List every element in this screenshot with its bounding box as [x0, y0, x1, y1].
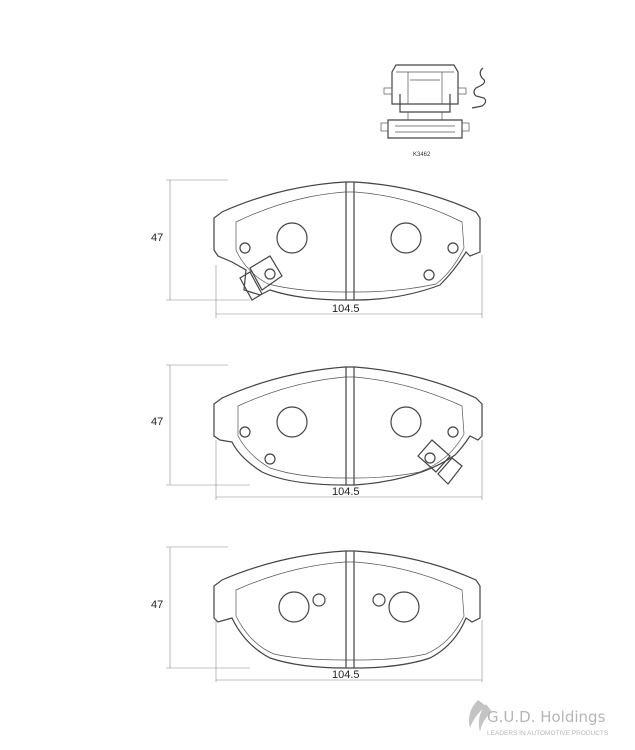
accessory-kit-drawing: K3462	[380, 64, 487, 158]
swoosh-icon	[469, 700, 492, 732]
kit-code-label: K3462	[413, 152, 431, 158]
brake-pad-2: 47 104.5	[151, 364, 483, 500]
pad2-width-label: 104.5	[332, 486, 360, 498]
pad3-width-label: 104.5	[332, 669, 360, 681]
logo-name: G.U.D. Holdings	[487, 708, 606, 726]
logo-tagline: LEADERS IN AUTOMOTIVE PRODUCTS	[487, 730, 609, 737]
brake-pad-3: 47 104.5	[151, 546, 483, 682]
brake-pad-1: 47 104.5	[151, 179, 483, 318]
pad1-height-label: 47	[151, 232, 163, 244]
pad2-height-label: 47	[151, 416, 163, 428]
gud-holdings-logo: G.U.D. Holdings LEADERS IN AUTOMOTIVE PR…	[469, 700, 609, 737]
pad1-width-label: 104.5	[332, 303, 360, 315]
pad3-height-label: 47	[151, 599, 163, 611]
